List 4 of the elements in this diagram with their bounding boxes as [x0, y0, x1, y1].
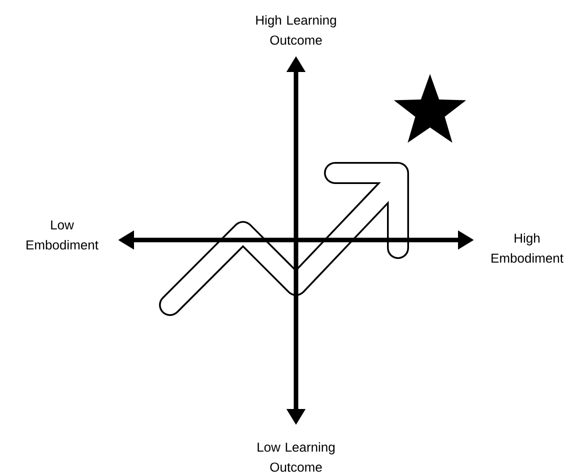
axis-label: Low Embodiment	[26, 220, 98, 250]
axis-label: High Embodiment	[492, 233, 564, 263]
axis-label: Low Learning Outcome	[258, 442, 335, 472]
axis-label: High Learning Outcome	[256, 15, 336, 45]
